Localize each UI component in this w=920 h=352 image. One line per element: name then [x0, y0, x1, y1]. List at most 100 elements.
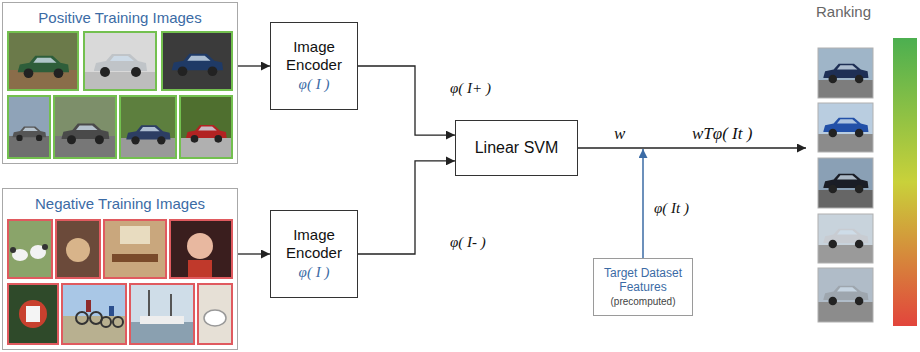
- box-title: Image Encoder: [275, 38, 353, 73]
- positive-photo: [172, 54, 223, 76]
- negative-photo: [86, 300, 91, 312]
- ranked-photo: [823, 286, 868, 306]
- negative-photo: [109, 306, 114, 316]
- output-arrow: [578, 147, 806, 148]
- negative-photo: [8, 284, 58, 344]
- positive-photo: [120, 138, 176, 158]
- ranked-photo: [818, 158, 873, 208]
- edge-label: φ( I+ ): [448, 80, 493, 97]
- function-label: φ( I ): [275, 76, 353, 94]
- process-box: Linear SVM: [455, 120, 578, 176]
- negative-photo: [8, 220, 52, 278]
- negative-photo: [112, 254, 158, 262]
- connector-arrow: [238, 253, 270, 254]
- positive-photo: [162, 32, 232, 90]
- negative-photo: [62, 284, 126, 344]
- function-label: φ( I ): [275, 264, 353, 282]
- positive-photo: [186, 125, 227, 143]
- feature-input-arrow: [642, 149, 644, 258]
- ranked-photo: [818, 302, 873, 322]
- negative-photo: [120, 226, 150, 244]
- box-title: Linear SVM: [460, 139, 573, 158]
- negative-photo: [198, 284, 232, 344]
- ranked-photo: [818, 80, 873, 98]
- positive-photo: [120, 96, 176, 158]
- ranked-photo: [823, 174, 868, 194]
- process-box: Image Encoder φ( I ): [270, 22, 358, 110]
- negative-photo: [170, 220, 232, 278]
- positive-photo: [8, 32, 78, 90]
- positive-photo: [54, 96, 116, 158]
- ranked-photo: [823, 229, 868, 249]
- image-group: Positive Training Images: [2, 2, 238, 164]
- positive-photo: [120, 96, 176, 158]
- positive-photo: [180, 96, 232, 158]
- positive-photo: [54, 96, 116, 158]
- image-group: Negative Training Images: [2, 188, 238, 350]
- negative-photo: [187, 233, 213, 259]
- ranked-photo: [818, 158, 873, 208]
- process-box: Image Encoder φ( I ): [270, 210, 358, 298]
- edge-label: φ( I- ): [448, 234, 488, 251]
- negative-photo: [198, 284, 232, 344]
- negative-photo: [62, 316, 126, 344]
- negative-photo: [56, 220, 100, 278]
- ranked-photo: [818, 214, 873, 263]
- negative-photo: [56, 220, 100, 278]
- positive-photo: [84, 32, 156, 90]
- positive-photo: [126, 125, 170, 144]
- weight-label: w: [612, 124, 627, 144]
- ranked-photo: [818, 48, 873, 98]
- negative-photo: [8, 284, 58, 344]
- positive-photo: [8, 136, 50, 158]
- positive-photo: [162, 32, 232, 90]
- negative-photo: [104, 220, 166, 278]
- negative-photo: [101, 317, 111, 327]
- negative-photo: [19, 300, 47, 328]
- box-title: Image Encoder: [275, 226, 353, 261]
- positive-photo: [180, 96, 232, 158]
- positive-photo: [84, 32, 156, 90]
- negative-photo: [8, 220, 52, 278]
- ranked-photo: [818, 268, 873, 322]
- negative-photo: [62, 284, 126, 344]
- ranked-photo: [823, 64, 868, 84]
- positive-photo: [18, 56, 69, 78]
- ranked-photo: [818, 103, 873, 152]
- negative-photo: [56, 220, 100, 278]
- ranked-photo: [818, 103, 873, 152]
- connector-arrow: [238, 65, 270, 66]
- positive-photo: [94, 54, 147, 77]
- negative-photo: [170, 220, 232, 278]
- positive-photo: [54, 96, 116, 158]
- ranked-photo: [818, 48, 873, 98]
- positive-photo: [8, 96, 50, 158]
- negative-photo: [130, 284, 194, 344]
- ranked-photo: [818, 214, 873, 263]
- negative-photo: [198, 284, 232, 344]
- ranking-gradient-bar: [893, 38, 917, 326]
- negative-photo: [8, 284, 58, 344]
- group-heading: Negative Training Images: [7, 195, 233, 213]
- positive-photo: [180, 138, 232, 158]
- panel-title: Ranking: [814, 3, 873, 20]
- negative-photo: [130, 322, 194, 344]
- negative-photo: [113, 317, 123, 327]
- negative-photo: [104, 220, 166, 278]
- negative-photo: [204, 310, 226, 326]
- positive-photo: [8, 32, 78, 90]
- connector-arrow: [358, 66, 455, 135]
- positive-photo: [8, 96, 50, 158]
- positive-photo: [162, 32, 232, 90]
- negative-photo: [140, 316, 184, 324]
- ranked-photo: [818, 103, 873, 152]
- ranked-photo: [818, 158, 873, 208]
- ranked-photo: [818, 48, 873, 98]
- data-box: Target Dataset Features(precomputed): [593, 258, 693, 316]
- positive-photo: [8, 70, 78, 90]
- ranked-photo: [818, 214, 873, 263]
- negative-photo: [130, 284, 194, 344]
- negative-photo: [130, 284, 194, 344]
- ranked-photo: [818, 190, 873, 208]
